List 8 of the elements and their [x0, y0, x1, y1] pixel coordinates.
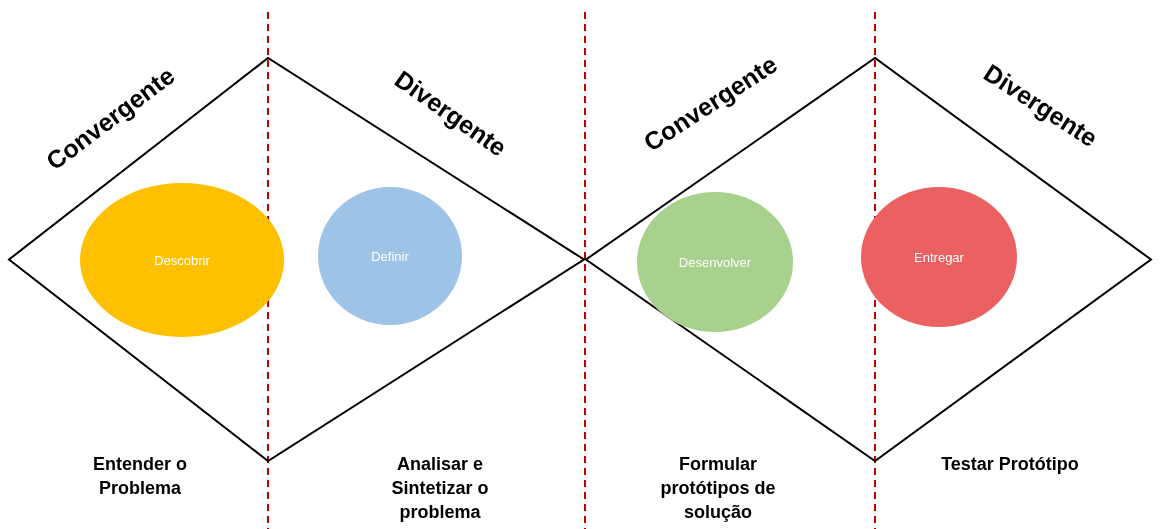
stage-label: Desenvolver: [678, 254, 752, 270]
phase-description: Entender o Problema: [92, 453, 188, 500]
stage-label: Entregar: [914, 249, 964, 265]
stage-label: Descobrir: [154, 252, 210, 268]
phase-description: Testar Protótipo: [940, 453, 1080, 476]
stage-label: Definir: [371, 248, 409, 264]
phase-description: Formular protótipos de solução: [659, 453, 777, 524]
phase-description: Analisar e Sintetizar o problema: [390, 453, 490, 524]
